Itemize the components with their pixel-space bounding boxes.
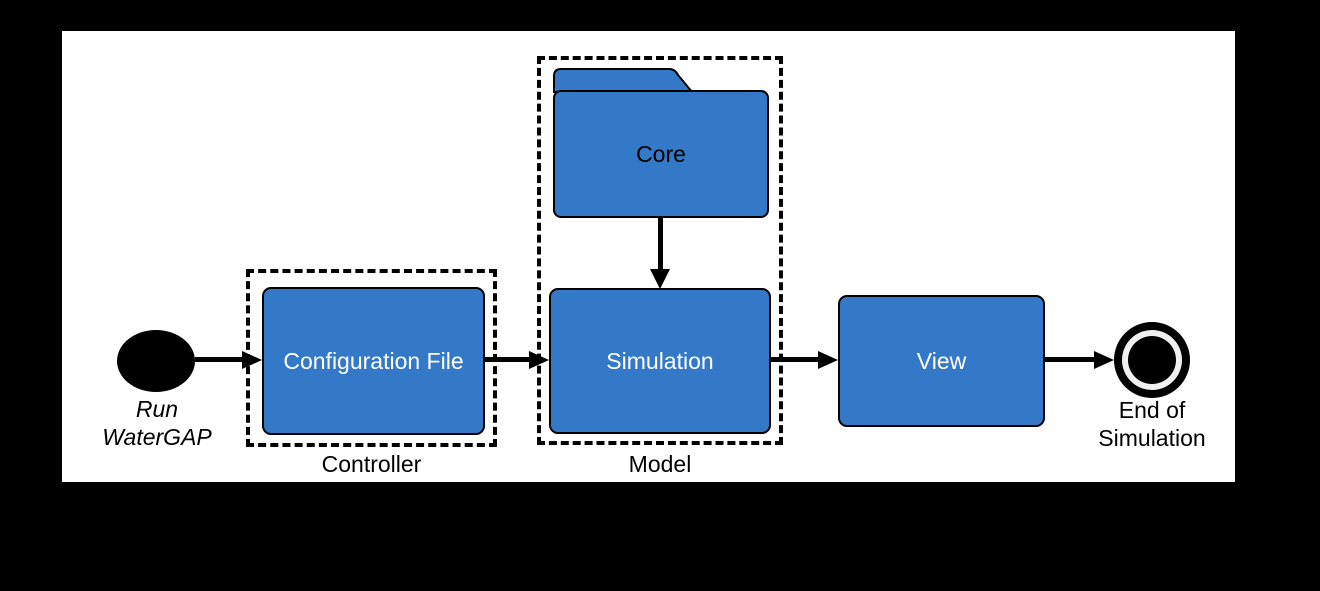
simulation-label: Simulation bbox=[606, 347, 714, 374]
configuration-file-label: Configuration File bbox=[283, 347, 464, 374]
arrowhead-icon bbox=[818, 351, 838, 369]
start-node-label-line2: WaterGAP bbox=[102, 424, 212, 450]
edge-start-to-config-line bbox=[195, 357, 243, 362]
model-group-caption: Model bbox=[628, 451, 692, 477]
view-label: View bbox=[916, 347, 967, 374]
arrowhead-icon bbox=[650, 269, 670, 289]
end-node-label-line1: End of bbox=[1118, 397, 1186, 423]
view-node: View bbox=[838, 295, 1045, 427]
edge-config-to-simulation-line bbox=[485, 357, 530, 362]
start-node-label: Run WaterGAP bbox=[67, 395, 247, 451]
core-package-label: Core bbox=[636, 141, 686, 167]
edge-view-to-end-line bbox=[1045, 357, 1095, 362]
core-package-shape bbox=[553, 68, 769, 218]
folder-tab-icon bbox=[553, 68, 695, 93]
edge-simulation-to-view-line bbox=[771, 357, 819, 362]
model-group-frame bbox=[537, 56, 783, 445]
diagram-canvas: Run WaterGAP Configuration File Controll… bbox=[62, 31, 1235, 482]
end-node bbox=[1114, 322, 1190, 398]
start-node bbox=[117, 330, 195, 392]
end-node-label-line2: Simulation bbox=[1098, 425, 1206, 451]
edge-core-to-simulation-line bbox=[658, 218, 663, 269]
arrowhead-icon bbox=[1094, 351, 1114, 369]
folder-body bbox=[553, 90, 769, 218]
start-node-label-line1: Run bbox=[135, 396, 179, 422]
simulation-node: Simulation bbox=[549, 288, 771, 434]
configuration-file-node: Configuration File bbox=[262, 287, 485, 435]
end-node-inner-circle bbox=[1128, 336, 1176, 384]
controller-group-caption: Controller bbox=[321, 451, 422, 477]
end-node-label: End of Simulation bbox=[1072, 396, 1232, 452]
end-node-ring-gap bbox=[1122, 330, 1182, 390]
